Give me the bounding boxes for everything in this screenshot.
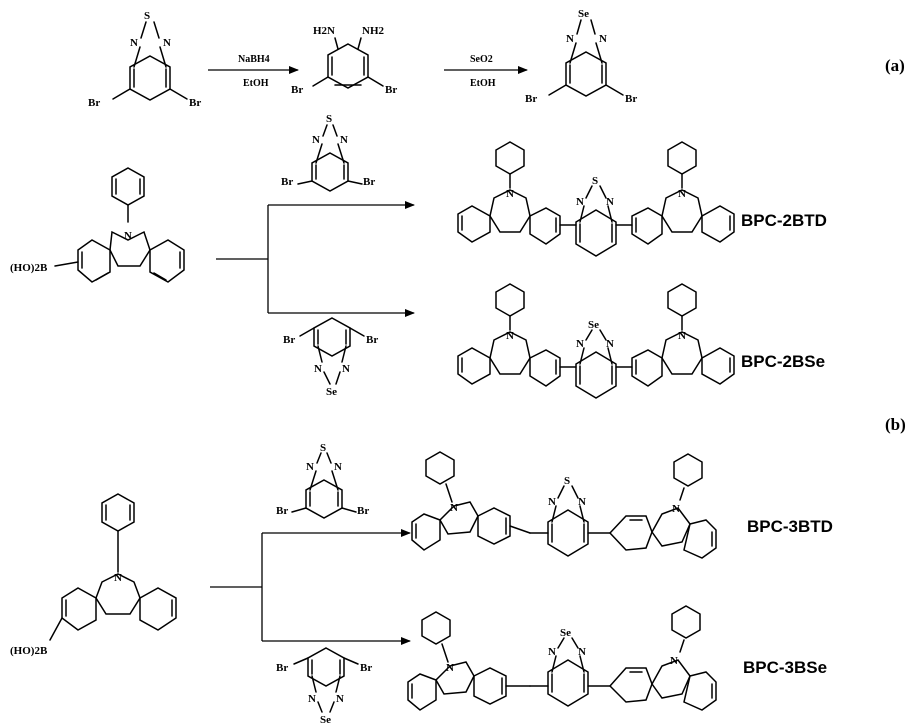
- nitrogen-label: N: [124, 230, 132, 242]
- reagent-nabh4: NaBH4: [238, 54, 270, 65]
- nitrogen-label: N: [599, 33, 607, 45]
- bromine-label: Br: [276, 505, 288, 517]
- dibromo-benzothiadiazole-start: S N N Br Br: [88, 10, 201, 109]
- bromine-label: Br: [385, 84, 397, 96]
- dibromo-benzoselenadiazole-product: Se N N Br Br: [525, 8, 637, 105]
- dibromo-benzothiadiazole-reagent: S N N Br Br: [281, 113, 375, 192]
- sulfur-label: S: [320, 442, 326, 454]
- dibromo-benzoselenadiazole-reagent: Br Br N N Se: [283, 317, 378, 398]
- product-bpc-3btd-structure: N S N N N: [411, 451, 717, 559]
- nitrogen-label: N: [342, 363, 350, 375]
- compound-name-bpc-3bse: BPC-3BSe: [743, 658, 827, 677]
- nitrogen-label: N: [606, 196, 614, 208]
- reagent-seo2: SeO2: [470, 54, 493, 65]
- bromine-label: Br: [283, 334, 295, 346]
- reagent-etoh-2: EtOH: [470, 78, 496, 89]
- nitrogen-label: N: [114, 572, 122, 584]
- nitrogen-label: N: [672, 503, 680, 515]
- sulfur-label: S: [564, 475, 570, 487]
- selenium-label: Se: [588, 319, 599, 331]
- compound-name-bpc-2bse: BPC-2BSe: [741, 352, 825, 371]
- nitrogen-label: N: [506, 188, 514, 200]
- bromine-label: Br: [88, 97, 100, 109]
- nitrogen-label: N: [308, 693, 316, 705]
- boronic-acid-label: (HO)2B: [10, 262, 48, 274]
- nitrogen-label: N: [314, 363, 322, 375]
- carbazole-boronic-acid-3: N (HO)2B: [10, 493, 177, 657]
- bromine-label: Br: [357, 505, 369, 517]
- bromine-label: Br: [366, 334, 378, 346]
- bromine-label: Br: [363, 176, 375, 188]
- nitrogen-label: N: [678, 188, 686, 200]
- nitrogen-label: N: [576, 338, 584, 350]
- amine-label: H2N: [313, 25, 335, 37]
- bromine-label: Br: [360, 662, 372, 674]
- product-bpc-3bse-structure: N Se N N N: [407, 605, 717, 711]
- nitrogen-label: N: [306, 461, 314, 473]
- nitrogen-label: N: [566, 33, 574, 45]
- nitrogen-label: N: [678, 330, 686, 342]
- bromine-label: Br: [625, 93, 637, 105]
- selenium-label: Se: [326, 386, 337, 398]
- nitrogen-label: N: [548, 496, 556, 508]
- nitrogen-label: N: [163, 37, 171, 49]
- nitrogen-label: N: [340, 134, 348, 146]
- bromine-label: Br: [276, 662, 288, 674]
- product-bpc-2bse-structure: N Se N N N: [457, 283, 735, 399]
- nitrogen-label: N: [130, 37, 138, 49]
- nitrogen-label: N: [446, 662, 454, 674]
- bromine-label: Br: [291, 84, 303, 96]
- product-bpc-2btd-structure: N S N N N: [457, 141, 735, 257]
- nitrogen-label: N: [336, 693, 344, 705]
- nitrogen-label: N: [506, 330, 514, 342]
- dibromo-benzoselenadiazole-reagent-2: Br Br N N Se: [276, 647, 372, 726]
- dibromo-benzothiadiazole-reagent-2: S N N Br Br: [276, 442, 369, 519]
- sulfur-label: S: [592, 175, 598, 187]
- nitrogen-label: N: [450, 502, 458, 514]
- boronic-acid-label: (HO)2B: [10, 645, 48, 657]
- nitrogen-label: N: [578, 646, 586, 658]
- bromine-label: Br: [189, 97, 201, 109]
- nitrogen-label: N: [670, 655, 678, 667]
- nitrogen-label: N: [578, 496, 586, 508]
- nitrogen-label: N: [548, 646, 556, 658]
- compound-name-bpc-3btd: BPC-3BTD: [747, 517, 833, 536]
- bromine-label: Br: [525, 93, 537, 105]
- sulfur-label: S: [144, 10, 150, 22]
- selenium-label: Se: [578, 8, 589, 20]
- panel-label-b: (b): [885, 415, 906, 434]
- nitrogen-label: N: [576, 196, 584, 208]
- selenium-label: Se: [560, 627, 571, 639]
- nitrogen-label: N: [334, 461, 342, 473]
- amine-label: NH2: [362, 25, 385, 37]
- compound-name-bpc-2btd: BPC-2BTD: [741, 211, 827, 230]
- reagent-etoh-1: EtOH: [243, 78, 269, 89]
- dibromo-phenylenediamine: H2N NH2 Br Br: [291, 25, 397, 96]
- panel-label-a: (a): [885, 56, 905, 75]
- nitrogen-label: N: [606, 338, 614, 350]
- carbazole-boronic-acid-2: N (HO)2B: [10, 167, 185, 283]
- sulfur-label: S: [326, 113, 332, 125]
- selenium-label: Se: [320, 714, 331, 726]
- nitrogen-label: N: [312, 134, 320, 146]
- bromine-label: Br: [281, 176, 293, 188]
